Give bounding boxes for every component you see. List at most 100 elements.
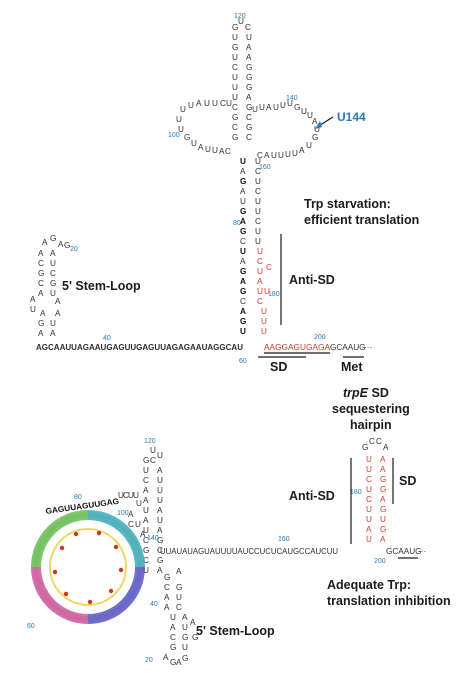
svg-text:A: A <box>157 566 163 575</box>
top-sd-seq: AAGGAGUGAGA <box>264 343 331 352</box>
svg-text:G: G <box>380 525 386 534</box>
svg-text:C: C <box>123 491 129 500</box>
top-num-40: 40 <box>103 335 111 342</box>
svg-text:A: A <box>240 217 246 226</box>
svg-text:A: A <box>38 329 44 338</box>
top-num-200: 200 <box>314 334 326 341</box>
svg-text:A: A <box>38 289 44 298</box>
svg-text:U: U <box>255 197 261 206</box>
svg-text:A: A <box>176 658 182 667</box>
svg-text:G: G <box>143 546 149 555</box>
svg-text:G: G <box>240 287 246 296</box>
svg-text:C: C <box>143 536 149 545</box>
bottom-num-60: 60 <box>27 623 35 630</box>
sequester-line2: hairpin <box>350 418 392 432</box>
svg-text:G: G <box>232 133 238 142</box>
svg-text:U: U <box>257 287 263 296</box>
top-baseline-seq: AGCAAUUAGAAUGAGUUGAGUUAGAGAAUAGGCAU <box>36 343 243 352</box>
svg-text:U: U <box>205 145 211 154</box>
svg-text:U: U <box>366 455 372 464</box>
svg-text:C: C <box>255 187 261 196</box>
svg-text:U: U <box>176 115 182 124</box>
svg-text:U: U <box>204 99 210 108</box>
bottom-num-140: 140 <box>147 535 159 542</box>
svg-text:C: C <box>143 476 149 485</box>
svg-text:G: G <box>143 456 149 465</box>
svg-text:G: G <box>240 267 246 276</box>
svg-text:A: A <box>190 618 196 627</box>
svg-text:U: U <box>366 465 372 474</box>
svg-text:A: A <box>164 603 170 612</box>
svg-text:U: U <box>157 496 163 505</box>
svg-text:U: U <box>257 267 263 276</box>
svg-text:C: C <box>170 633 176 642</box>
bottom-state-line2: translation inhibition <box>327 594 451 608</box>
svg-text:U: U <box>292 149 298 158</box>
svg-text:A: A <box>240 277 246 286</box>
svg-text:U: U <box>280 101 286 110</box>
svg-text:A: A <box>299 146 305 155</box>
svg-text:U: U <box>271 151 277 160</box>
svg-text:U: U <box>238 17 244 26</box>
bottom-num-160: 160 <box>278 536 290 543</box>
svg-text:A: A <box>266 103 272 112</box>
svg-text:U: U <box>255 207 261 216</box>
svg-text:A: A <box>240 167 246 176</box>
top-num-180: 180 <box>268 291 280 298</box>
svg-text:C: C <box>232 103 238 112</box>
svg-text:U: U <box>285 150 291 159</box>
svg-text:G: G <box>380 485 386 494</box>
svg-text:U: U <box>143 466 149 475</box>
svg-text:U: U <box>143 566 149 575</box>
svg-text:C: C <box>366 495 372 504</box>
bottom-ellipsis: ··· <box>418 547 426 556</box>
top-lower-stem: UAG AUG UCU CUU AGC UAG AGC AGU CUU UCU … <box>240 157 272 336</box>
svg-text:U: U <box>261 317 267 326</box>
svg-text:U: U <box>191 139 197 148</box>
top-tail-seq: GCAAUG <box>330 343 366 352</box>
svg-text:C: C <box>143 556 149 565</box>
trap-protein-ring <box>31 510 145 624</box>
svg-text:G: G <box>50 279 56 288</box>
svg-text:A: A <box>240 307 246 316</box>
svg-text:A: A <box>157 506 163 515</box>
svg-text:A: A <box>380 535 386 544</box>
svg-text:A: A <box>380 455 386 464</box>
svg-text:U: U <box>178 125 184 134</box>
svg-text:A: A <box>38 249 44 258</box>
sequester-line1: sequestering <box>332 402 410 416</box>
svg-text:C: C <box>157 546 163 555</box>
svg-text:C: C <box>50 269 56 278</box>
svg-text:A: A <box>246 53 252 62</box>
bottom-tail-seq: GCAAUG <box>386 547 422 556</box>
svg-text:G: G <box>362 443 368 452</box>
svg-text:U: U <box>128 491 134 500</box>
svg-text:C: C <box>232 123 238 132</box>
bottom-num-100: 100 <box>117 510 129 517</box>
svg-text:U: U <box>170 613 176 622</box>
svg-text:C: C <box>38 259 44 268</box>
svg-text:G: G <box>246 83 252 92</box>
svg-text:G: G <box>164 573 170 582</box>
svg-text:G: G <box>64 241 70 250</box>
svg-text:U: U <box>182 643 188 652</box>
svg-text:A: A <box>50 249 56 258</box>
svg-text:G: G <box>192 633 198 642</box>
trpe-italic: trpE <box>343 386 369 400</box>
svg-text:U: U <box>252 105 258 114</box>
svg-text:C: C <box>246 113 252 122</box>
svg-text:A: A <box>30 295 36 304</box>
svg-text:U: U <box>150 446 156 455</box>
svg-text:C: C <box>257 257 263 266</box>
svg-text:A: A <box>157 526 163 535</box>
svg-text:U: U <box>50 289 56 298</box>
svg-text:G: G <box>176 583 182 592</box>
svg-text:A: A <box>143 516 149 525</box>
svg-text:A: A <box>257 277 263 286</box>
svg-text:C: C <box>128 520 134 529</box>
svg-text:U: U <box>366 505 372 514</box>
